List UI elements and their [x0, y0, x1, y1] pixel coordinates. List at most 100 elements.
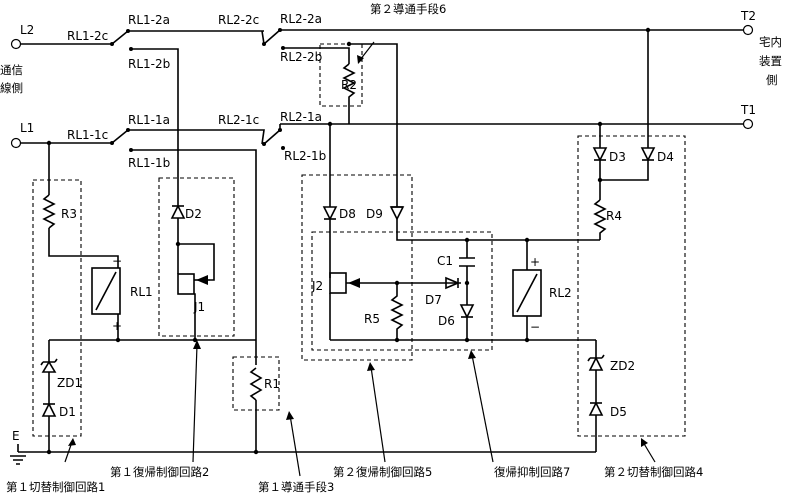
label-r5: R5 [364, 312, 380, 326]
label-rl1-2a: RL1-2a [128, 13, 170, 27]
zener-zd2-bar [587, 354, 605, 362]
terminal-t1 [742, 118, 754, 130]
block-conduct-1 [232, 356, 280, 411]
node-rl2-bottom [524, 337, 530, 343]
label-t1: T1 [740, 103, 756, 117]
label-r3: R3 [61, 207, 77, 221]
leader-return-ctrl-1 [192, 344, 198, 463]
label-switch-ctrl-2: 第２切替制御回路4 [604, 465, 703, 479]
pivot-rl2-1 [262, 142, 266, 146]
pivot-rl2-2 [262, 42, 266, 46]
terminal-t2 [742, 24, 754, 36]
label-conduct-2: 第２導通手段6 [370, 2, 446, 16]
label-rl2-1a: RL2-1a [280, 110, 322, 124]
label-home-side-3: 側 [766, 73, 778, 87]
label-l2: L2 [20, 23, 34, 37]
block-switch-ctrl-1 [32, 179, 82, 437]
label-d9: D9 [366, 207, 383, 221]
leader-conduct-2-arrow [357, 55, 364, 64]
relay-coil-rl2-slash [516, 273, 538, 313]
wire-rl1-1b [131, 149, 257, 365]
leader-return-ctrl-2 [370, 366, 386, 463]
wire-d9 [396, 183, 600, 241]
wire-d3-d4-join [599, 160, 649, 181]
label-zd1: ZD1 [57, 376, 82, 390]
label-l1: L1 [20, 121, 34, 135]
label-switch-ctrl-1: 第１切替制御回路1 [6, 480, 105, 494]
leader-return-ctrl-1-arrow [193, 340, 201, 349]
pivot-rl1-2 [110, 42, 114, 46]
terminal-l1 [10, 137, 22, 149]
wire-rl2-2b [283, 47, 350, 64]
relay-coil-rl1-slash [95, 271, 117, 311]
ground-symbol [10, 444, 26, 465]
label-return-ctrl-2: 第２復帰制御回路5 [333, 465, 432, 479]
switch-rl1-1 [111, 129, 129, 144]
label-rl1-1a: RL1-1a [128, 113, 170, 127]
label-rl2-2c: RL2-2c [218, 13, 259, 27]
diode-d7 [445, 276, 461, 290]
label-d1: D1 [59, 405, 76, 419]
label-r1: R1 [264, 377, 280, 391]
pivot-rl1-1 [110, 141, 114, 145]
diode-d4 [640, 147, 656, 162]
label-rl2-minus: − [530, 320, 540, 334]
resistor-r3 [42, 194, 56, 229]
wire-rl2-2-pivot [261, 30, 265, 45]
leader-switch-ctrl-2 [642, 441, 656, 463]
label-j2: J2 [311, 279, 323, 293]
wire-j1-gate [178, 243, 215, 281]
leader-return-suppress [471, 354, 494, 463]
label-rl2-2b: RL2-2b [280, 50, 322, 64]
contact-rl2-1b [281, 146, 285, 150]
label-home-side-1: 宅内 [759, 35, 782, 49]
label-e: E [12, 429, 20, 443]
wire-rl1-1a [128, 129, 265, 145]
leader-return-ctrl-2-arrow [367, 362, 375, 371]
label-r2: R2 [341, 78, 357, 92]
zener-zd1 [41, 360, 57, 373]
label-rl1-plus: + [112, 319, 122, 333]
diode-d1 [41, 402, 57, 417]
label-rl1-1c: RL1-1c [67, 128, 108, 142]
diode-d6 [459, 304, 475, 319]
label-c1: C1 [437, 254, 453, 268]
transistor-j1-body [177, 273, 195, 295]
terminal-l2 [10, 38, 22, 50]
label-t2: T2 [740, 9, 756, 23]
label-line-side-1: 通信 [0, 63, 23, 77]
label-rl2-plus: + [530, 255, 540, 269]
block-return-ctrl-1 [158, 177, 235, 337]
leader-conduct-2 [359, 41, 375, 61]
wire-r3-rl1 [48, 228, 119, 268]
zener-zd1-bar [40, 358, 58, 366]
label-d7: D7 [425, 293, 442, 307]
label-home-side-2: 装置 [759, 54, 782, 68]
label-zd2: ZD2 [610, 359, 635, 373]
label-r4: R4 [606, 209, 622, 223]
resistor-r2 [342, 63, 356, 124]
label-rl2: RL2 [549, 286, 572, 300]
node-d6-bottom [464, 337, 470, 343]
label-rl2-1b: RL2-1b [284, 149, 326, 163]
label-conduct-1: 第１導通手段3 [258, 480, 334, 494]
leader-return-suppress-arrow [468, 350, 476, 359]
label-rl1-1b: RL1-1b [128, 156, 170, 170]
label-d6: D6 [438, 314, 455, 328]
relay-coil-rl1 [91, 267, 121, 315]
diode-d5 [588, 401, 604, 416]
block-switch-ctrl-2 [577, 135, 686, 437]
label-rl2-2a: RL2-2a [280, 12, 322, 26]
label-return-suppress: 復帰抑制回路7 [494, 465, 570, 479]
label-rl2-1c: RL2-1c [218, 113, 259, 127]
switch-rl2-1 [263, 129, 281, 145]
label-rl1-2c: RL1-2c [67, 29, 108, 43]
label-d5: D5 [610, 405, 627, 419]
wire-j1-source [194, 293, 196, 340]
label-d2: D2 [185, 207, 202, 221]
label-d4: D4 [657, 150, 674, 164]
resistor-r1 [249, 367, 263, 401]
label-d3: D3 [609, 150, 626, 164]
